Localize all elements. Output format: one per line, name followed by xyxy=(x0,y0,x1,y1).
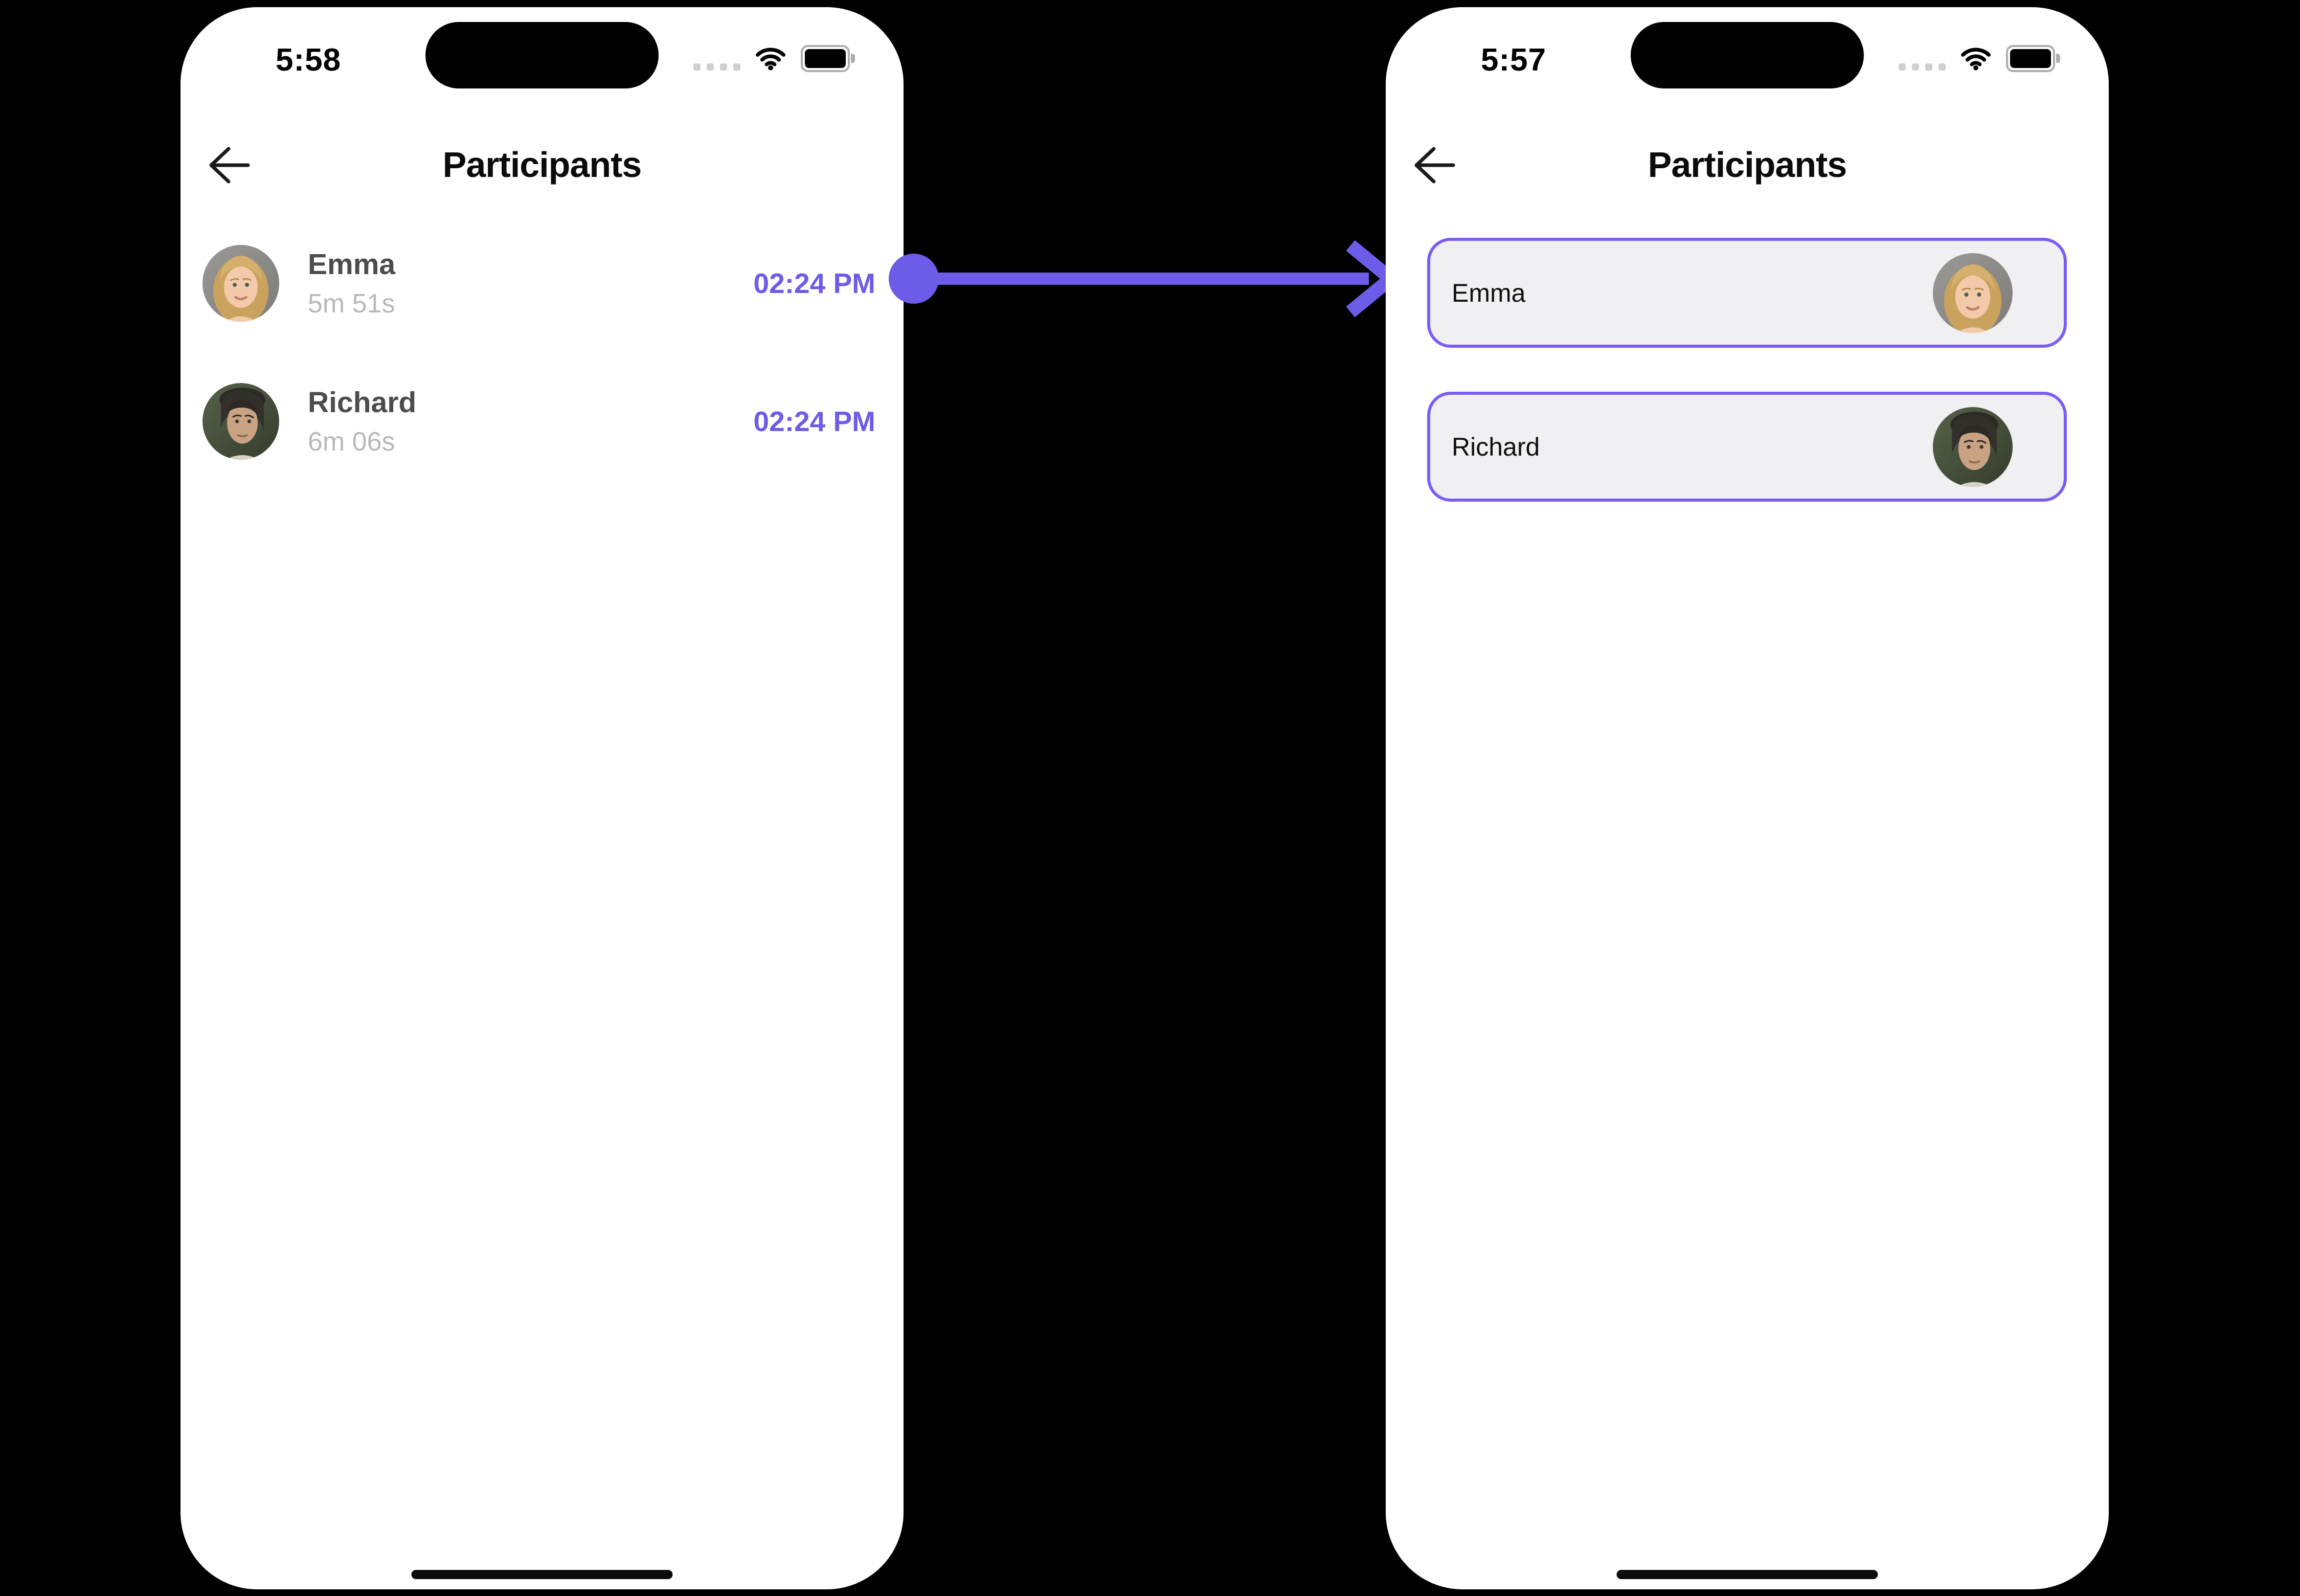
signal-dots-icon xyxy=(693,63,740,71)
status-time: 5:57 xyxy=(1481,42,1547,78)
wifi-icon xyxy=(1961,48,1991,71)
status-time: 5:58 xyxy=(276,42,342,78)
participant-join-time: 02:24 PM xyxy=(753,267,875,299)
participant-name: Richard xyxy=(1452,432,1540,461)
signal-dots-icon xyxy=(1899,63,1946,71)
participant-join-time: 02:24 PM xyxy=(753,406,875,437)
participant-name: Emma xyxy=(308,248,396,281)
dynamic-island xyxy=(1631,22,1864,88)
back-arrow-icon[interactable] xyxy=(1412,143,1456,187)
home-indicator[interactable] xyxy=(411,1570,673,1579)
participant-card-richard[interactable]: Richard xyxy=(1427,392,2067,502)
transition-arrow-icon xyxy=(889,240,1400,317)
phone-left: 5:58 Participants xyxy=(181,7,904,1589)
participant-row-emma[interactable]: Emma 5m 51s 02:24 PM xyxy=(202,245,875,322)
participant-name: Emma xyxy=(1452,278,1526,307)
dynamic-island xyxy=(425,22,659,88)
avatar-emma xyxy=(202,245,279,322)
nav-bar: Participants xyxy=(181,140,904,196)
participant-duration: 6m 06s xyxy=(308,427,395,457)
nav-bar: Participants xyxy=(1386,140,2109,196)
wifi-icon xyxy=(756,48,785,71)
participant-duration: 5m 51s xyxy=(308,289,395,319)
phone-right: 5:57 Participants Emma xyxy=(1386,7,2109,1589)
avatar-richard xyxy=(1933,407,2013,487)
status-icons xyxy=(693,44,855,73)
participant-name: Richard xyxy=(308,386,417,419)
participant-card-emma[interactable]: Emma xyxy=(1427,238,2067,348)
status-icons xyxy=(1899,44,2060,73)
battery-icon xyxy=(801,44,855,72)
page-title: Participants xyxy=(442,145,642,185)
avatar-emma xyxy=(1933,253,2013,333)
page-title: Participants xyxy=(1648,145,1847,185)
back-arrow-icon[interactable] xyxy=(207,143,251,187)
avatar-richard xyxy=(202,383,279,460)
participant-row-richard[interactable]: Richard 6m 06s 02:24 PM xyxy=(202,383,875,460)
home-indicator[interactable] xyxy=(1616,1570,1878,1579)
battery-icon xyxy=(2006,44,2060,72)
